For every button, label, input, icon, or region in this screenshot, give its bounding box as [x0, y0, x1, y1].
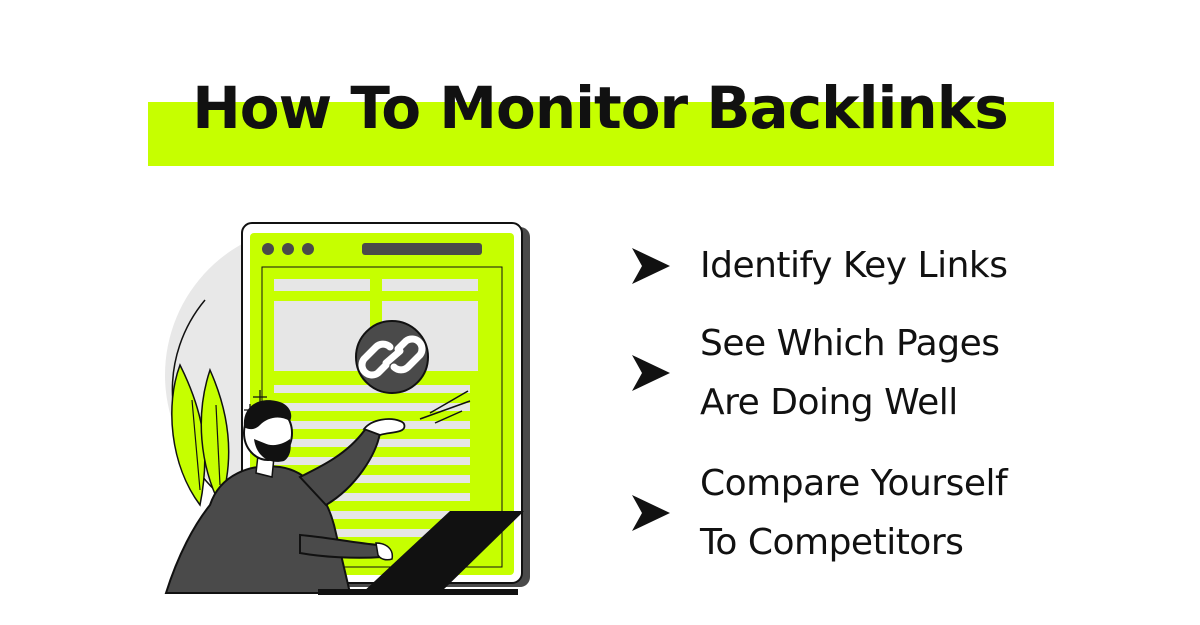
backlinks-illustration — [150, 205, 570, 605]
list-item-line: To Competitors — [700, 522, 964, 563]
person-figure — [164, 400, 406, 594]
address-bar — [362, 243, 482, 255]
window-dot-yellow — [282, 243, 294, 255]
list-item-line: Identify Key Links — [700, 245, 1008, 286]
list-item-line: Are Doing Well — [700, 382, 958, 423]
arrowhead-icon — [632, 495, 670, 531]
page-title: How To Monitor Backlinks — [192, 74, 1009, 142]
title-highlight-bar — [148, 102, 1054, 166]
arrowhead-icon — [632, 355, 670, 391]
motion-lines — [419, 390, 471, 424]
chain-link-icon — [355, 320, 429, 394]
list-item-text: See Which Pages Are Doing Well — [700, 314, 1000, 432]
list-item-line: Compare Yourself — [700, 463, 1008, 504]
list-item-text: Compare Yourself To Competitors — [700, 454, 1008, 572]
list-item-text: Identify Key Links — [700, 236, 1008, 295]
window-dot-red — [262, 243, 274, 255]
arrowhead-icon — [632, 247, 670, 284]
list-item: See Which Pages Are Doing Well — [628, 314, 1000, 432]
window-dot-green — [302, 243, 314, 255]
illustration-graphic — [164, 222, 530, 595]
plant-leaves — [171, 363, 230, 507]
list-item: Identify Key Links — [628, 236, 1008, 295]
list-item-line: See Which Pages — [700, 323, 1000, 364]
benefits-list: Identify Key Links See Which Pages Are D… — [628, 0, 1188, 625]
laptop — [318, 511, 524, 595]
list-item: Compare Yourself To Competitors — [628, 454, 1008, 572]
